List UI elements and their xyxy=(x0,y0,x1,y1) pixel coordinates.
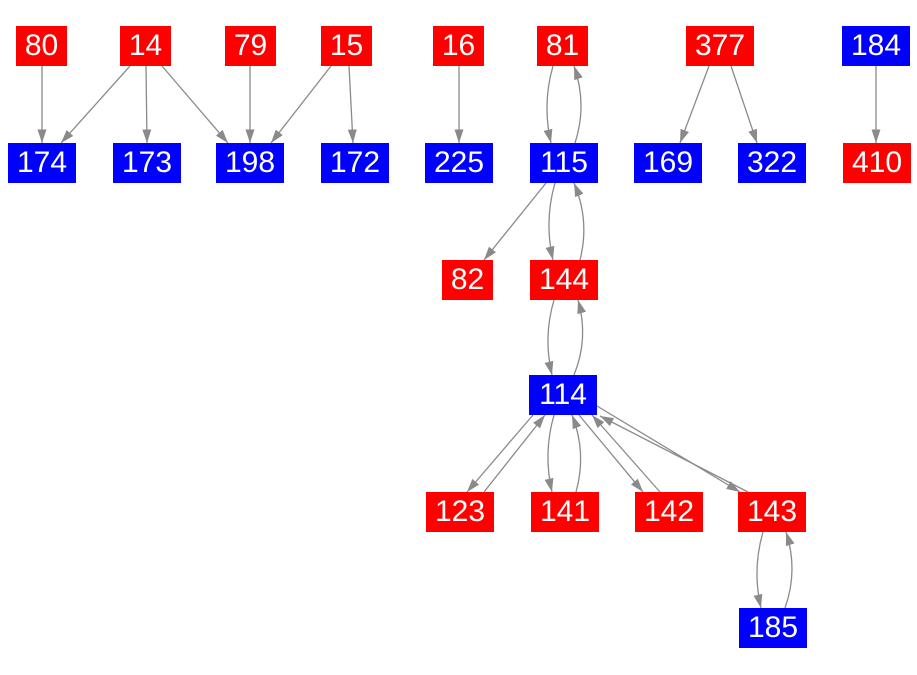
edge-115-144 xyxy=(545,182,556,261)
edge-144-114 xyxy=(544,299,555,376)
graph-node-114[interactable]: 114 xyxy=(529,375,597,415)
edge-377-169 xyxy=(679,65,710,144)
edge-114-141 xyxy=(544,414,555,493)
graph-node-115[interactable]: 115 xyxy=(530,143,598,183)
edge-114-144 xyxy=(573,299,587,376)
graph-node-143[interactable]: 143 xyxy=(738,492,806,532)
edge-81-115 xyxy=(543,65,554,144)
graph-node-185[interactable]: 185 xyxy=(739,608,807,648)
graph-node-225[interactable]: 225 xyxy=(425,143,493,183)
graph-node-142[interactable]: 142 xyxy=(635,492,703,532)
edge-14-198 xyxy=(161,65,229,144)
graph-node-123[interactable]: 123 xyxy=(426,492,494,532)
graph-node-79[interactable]: 79 xyxy=(225,26,276,66)
edge-141-114 xyxy=(571,414,582,493)
edge-143-185 xyxy=(753,531,764,609)
edge-15-198 xyxy=(270,65,332,144)
edge-114-123 xyxy=(466,414,534,493)
edge-14-174 xyxy=(60,65,131,144)
graph-node-184[interactable]: 184 xyxy=(842,26,910,66)
graph-node-80[interactable]: 80 xyxy=(16,26,67,66)
graph-node-322[interactable]: 322 xyxy=(738,143,806,183)
graph-node-410[interactable]: 410 xyxy=(843,143,911,183)
graph-node-144[interactable]: 144 xyxy=(530,260,598,300)
edge-114-142 xyxy=(578,414,644,493)
edge-group xyxy=(37,65,881,609)
edge-143-114 xyxy=(599,415,749,493)
graph-node-198[interactable]: 198 xyxy=(216,143,284,183)
edge-115-81 xyxy=(573,65,583,144)
graph-node-81[interactable]: 81 xyxy=(537,26,588,66)
edge-115-82 xyxy=(483,182,547,261)
edge-123-114 xyxy=(483,414,546,493)
graph-node-173[interactable]: 173 xyxy=(113,143,181,183)
edge-144-115 xyxy=(573,182,585,261)
graph-node-15[interactable]: 15 xyxy=(321,26,372,66)
graph-node-172[interactable]: 172 xyxy=(321,143,389,183)
graph-node-377[interactable]: 377 xyxy=(686,26,754,66)
graph-node-14[interactable]: 14 xyxy=(120,26,171,66)
edge-15-172 xyxy=(347,65,357,144)
edge-114-143 xyxy=(596,405,741,493)
graph-node-16[interactable]: 16 xyxy=(433,26,484,66)
graph-node-174[interactable]: 174 xyxy=(8,143,76,183)
graph-node-82[interactable]: 82 xyxy=(442,260,493,300)
edge-185-143 xyxy=(784,531,795,609)
graph-node-169[interactable]: 169 xyxy=(634,143,702,183)
graph-node-141[interactable]: 141 xyxy=(531,492,599,532)
edge-142-114 xyxy=(591,414,661,493)
edge-377-322 xyxy=(730,65,758,144)
edge-14-173 xyxy=(142,65,152,144)
